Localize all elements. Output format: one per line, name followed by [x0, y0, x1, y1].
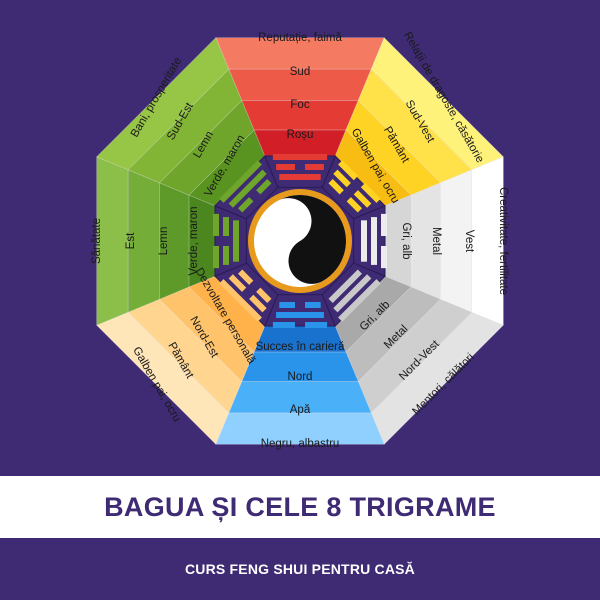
trigram-line-broken — [346, 197, 362, 213]
sector-label: Est — [125, 232, 137, 249]
title-band: BAGUA ȘI CELE 8 TRIGRAME — [0, 476, 600, 538]
subtitle-band: CURS FENG SHUI PENTRU CASĂ — [0, 538, 600, 600]
trigram-line-solid — [233, 220, 239, 262]
trigram-line-broken — [305, 302, 321, 308]
trigram-line-broken — [213, 246, 219, 269]
sector-label: Sud — [290, 66, 310, 78]
trigram — [219, 269, 272, 322]
sector-label: Creativitate, fertilitate — [497, 187, 509, 295]
sector-west — [384, 156, 504, 326]
yin-yang-icon — [254, 195, 346, 287]
trigram-line-solid — [328, 269, 362, 303]
trigram-line-broken — [305, 322, 328, 328]
trigram-line-broken — [238, 269, 254, 285]
sector-label: Sănătate — [91, 218, 103, 264]
trigram-line-broken — [223, 217, 229, 236]
sector-label: Roșu — [287, 129, 314, 141]
trigram-line-broken — [328, 179, 344, 195]
sector-south — [215, 37, 385, 157]
trigram-line-broken — [249, 294, 267, 313]
trigram-line-solid — [279, 174, 321, 180]
sector-label: Succes în carieră — [256, 341, 345, 353]
trigram — [219, 160, 272, 213]
trigram-line-solid — [361, 220, 367, 262]
sector-southwest — [334, 37, 504, 207]
poster-title: BAGUA ȘI CELE 8 TRIGRAME — [104, 491, 496, 522]
trigram-line-broken — [256, 287, 272, 303]
sector-label: Metal — [430, 227, 442, 255]
trigram-line-broken — [353, 190, 372, 208]
trigram-line-broken — [338, 160, 358, 181]
sector-southeast — [96, 37, 266, 207]
sector-label: Verde, maron — [188, 206, 200, 275]
trigram-line-solid — [371, 217, 377, 265]
trigram — [328, 160, 381, 213]
trigram — [272, 302, 328, 328]
sector-northeast — [96, 275, 266, 445]
trigram-line-broken — [223, 246, 229, 265]
sector-label: Negru, albastru — [261, 438, 340, 450]
sector-east — [96, 156, 216, 326]
trigram-line-broken — [238, 197, 254, 213]
trigram-line-solid — [333, 274, 372, 313]
sector-northwest — [334, 275, 504, 445]
poster-subtitle: CURS FENG SHUI PENTRU CASĂ — [185, 561, 415, 577]
sector-north — [215, 325, 385, 445]
trigram-line-broken — [272, 322, 295, 328]
trigram-line-broken — [256, 179, 272, 195]
sector-label: Apă — [290, 404, 311, 416]
trigram-line-solid — [272, 154, 328, 160]
sector-label: Lemn — [158, 227, 170, 256]
trigram-line-broken — [279, 302, 295, 308]
trigram-line-solid — [338, 279, 381, 322]
trigram — [213, 213, 239, 269]
trigram-line-solid — [276, 312, 324, 318]
trigram-line-broken — [381, 246, 387, 269]
trigram-line-solid — [219, 279, 262, 322]
trigram-line-broken — [360, 183, 381, 203]
trigram — [272, 154, 328, 180]
trigram-line-broken — [333, 169, 351, 188]
sector-label: Nord — [288, 371, 313, 383]
sector-label: Foc — [290, 99, 309, 111]
trigram-line-solid — [219, 160, 262, 203]
sector-label: Gri, alb — [400, 222, 412, 259]
trigram-line-broken — [276, 164, 295, 170]
trigram-line-broken — [305, 164, 324, 170]
trigram — [361, 213, 387, 269]
trigram — [328, 269, 381, 322]
trigram-line-broken — [381, 213, 387, 236]
trigram-line-solid — [228, 169, 267, 208]
sector-label: Vest — [463, 230, 475, 253]
trigram-line-broken — [213, 213, 219, 236]
trigram-line-broken — [228, 274, 247, 292]
sector-label: Reputație, faimă — [258, 32, 342, 44]
